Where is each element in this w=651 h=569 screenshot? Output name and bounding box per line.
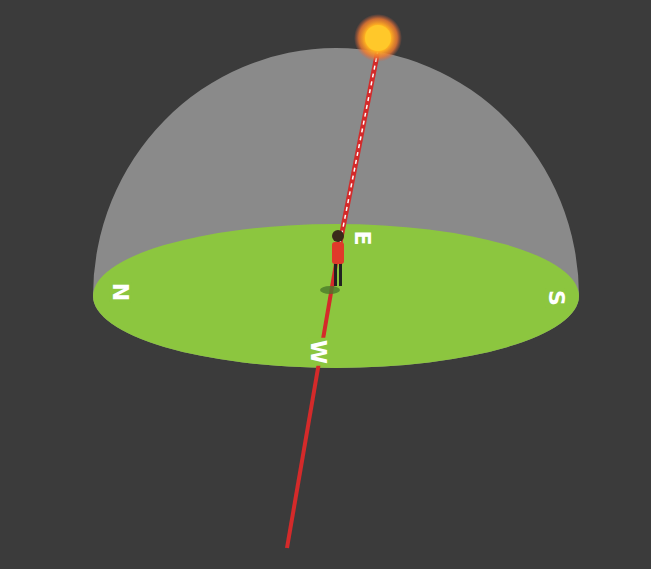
sun-ray-dash [337,50,378,258]
ground-plane [93,224,579,368]
sun-ray-below [287,258,337,548]
label-text: N [109,281,131,303]
compass-west: W [307,338,329,366]
sun-core [365,25,391,51]
compass-north: N [109,281,131,303]
sun [354,14,402,62]
compass-south: S [545,288,567,308]
person [332,230,344,286]
compass-east: E [351,228,373,247]
label-text: S [545,288,567,308]
label-text: E [351,228,373,247]
label-text: W [307,338,329,366]
sky-dome [93,48,579,368]
person-shadow [320,286,340,294]
sun-ray [337,50,378,258]
